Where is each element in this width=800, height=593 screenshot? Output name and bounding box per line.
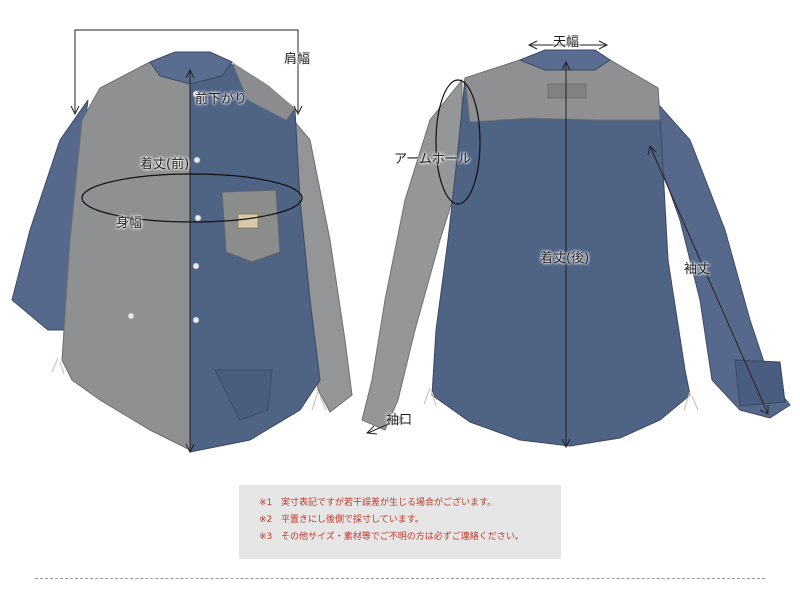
note-text: 実寸表記ですが若干誤差が生じる場合がございます。 <box>281 498 497 508</box>
shoulder-width-label: 肩幅 <box>284 52 311 67</box>
note-mark: ※3 <box>259 532 273 542</box>
armhole-label: アームホール <box>394 152 471 167</box>
note-text: 平置きにし後側で採寸しています。 <box>281 515 424 525</box>
note-text: その他サイズ・素材等でご不明の方は必ずご連絡ください。 <box>281 532 524 542</box>
front-drop-label: 前下がり <box>195 92 248 107</box>
top-width-label: 天幅 <box>553 35 580 50</box>
dashed-divider <box>35 578 765 579</box>
note-mark: ※2 <box>259 515 273 525</box>
cuff-label: 袖口 <box>386 413 413 428</box>
note-1: ※1 実寸表記ですが若干誤差が生じる場合がございます。 <box>259 495 561 512</box>
notes-box: ※1 実寸表記ですが若干誤差が生じる場合がございます。 ※2 平置きにし後側で採寸し… <box>239 485 561 559</box>
note-2: ※2 平置きにし後側で採寸しています。 <box>259 512 561 529</box>
sleeve-length-label: 袖丈 <box>684 262 711 277</box>
front-length-label: 着丈(前) <box>140 157 190 172</box>
note-3: ※3 その他サイズ・素材等でご不明の方は必ずご連絡ください。 <box>259 529 561 546</box>
back-length-label: 着丈(後) <box>540 251 590 266</box>
body-width-label: 身幅 <box>116 216 143 231</box>
note-mark: ※1 <box>259 498 273 508</box>
